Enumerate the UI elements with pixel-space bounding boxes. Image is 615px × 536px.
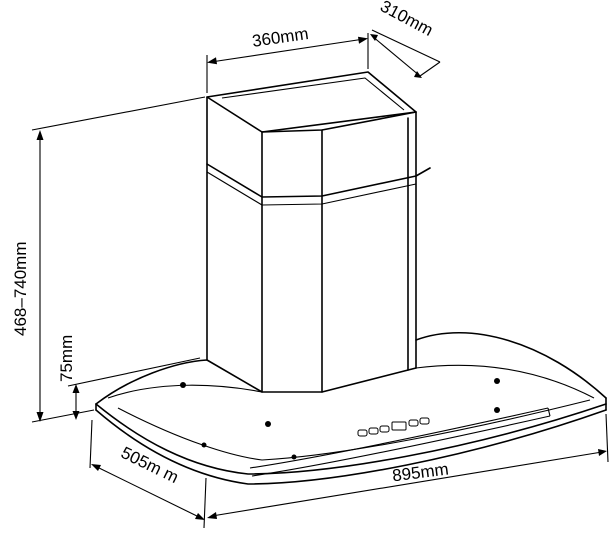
screw-icon (265, 421, 271, 427)
dim-canopy-width-label: 895mm (391, 460, 450, 486)
canopy-front-edge-lower (95, 409, 607, 485)
screw-icon (494, 407, 500, 413)
arrow-icon (72, 384, 80, 393)
dim-total-height: 468–740mm (11, 96, 206, 423)
canopy-glass-front (117, 399, 591, 461)
arrow-icon (370, 34, 378, 41)
chimney-front-top-edge (261, 111, 417, 133)
dim-chimney-width-line (210, 38, 365, 63)
chimney-top-inner (221, 77, 405, 111)
dim-chimney-depth: 310mm (370, 0, 441, 78)
canopy (95, 332, 607, 485)
control-button-2 (368, 427, 379, 435)
arrow-icon (36, 130, 44, 140)
canopy-glass-edge (107, 364, 595, 399)
chimney (206, 71, 431, 393)
dim-canopy-height: 75mm (57, 335, 201, 420)
control-button-5 (419, 417, 430, 425)
control-button-3 (379, 425, 390, 433)
chimney-bottom-edge (206, 359, 417, 393)
chimney-top-outline (206, 71, 417, 133)
canopy-front-edge (95, 403, 607, 475)
dim-canopy-height-label: 75mm (57, 335, 76, 382)
dim-canopy-width-line (211, 451, 603, 517)
arrow-icon (598, 449, 607, 456)
dim-chimney-width: 360mm (206, 24, 369, 93)
screw-icon (180, 382, 186, 388)
dim-canopy-depth: 505m m (89, 419, 207, 529)
dim-chimney-depth-label: 310mm (377, 0, 436, 40)
canopy-back-rim-right (415, 332, 607, 399)
screw-icon (494, 378, 500, 384)
canopy-control-strip-bottom (251, 415, 551, 477)
arrow-icon (36, 412, 44, 422)
canopy-control-strip-top (249, 407, 549, 469)
control-panel (357, 417, 430, 437)
dim-chimney-width-label: 360mm (251, 24, 310, 51)
arrow-icon (72, 411, 80, 420)
screw-icon (201, 442, 207, 448)
screw-icon (291, 454, 297, 460)
arrow-icon (207, 512, 217, 519)
dim-total-height-label: 468–740mm (11, 241, 30, 336)
control-button-1 (357, 429, 368, 437)
dim-canopy-depth-line (94, 465, 202, 519)
arrow-icon (358, 36, 368, 44)
chimney-joint-band (206, 163, 431, 198)
canopy-control-strip-end (547, 407, 551, 417)
canopy-screws (180, 378, 500, 460)
arrow-icon (91, 464, 101, 471)
control-button-4 (408, 419, 419, 427)
arrow-icon (414, 71, 422, 78)
control-display (391, 421, 407, 431)
chimney-joint-band-inner (206, 171, 417, 206)
canopy-back-rim (95, 359, 208, 405)
arrow-icon (195, 513, 205, 520)
arrow-icon (207, 57, 217, 65)
